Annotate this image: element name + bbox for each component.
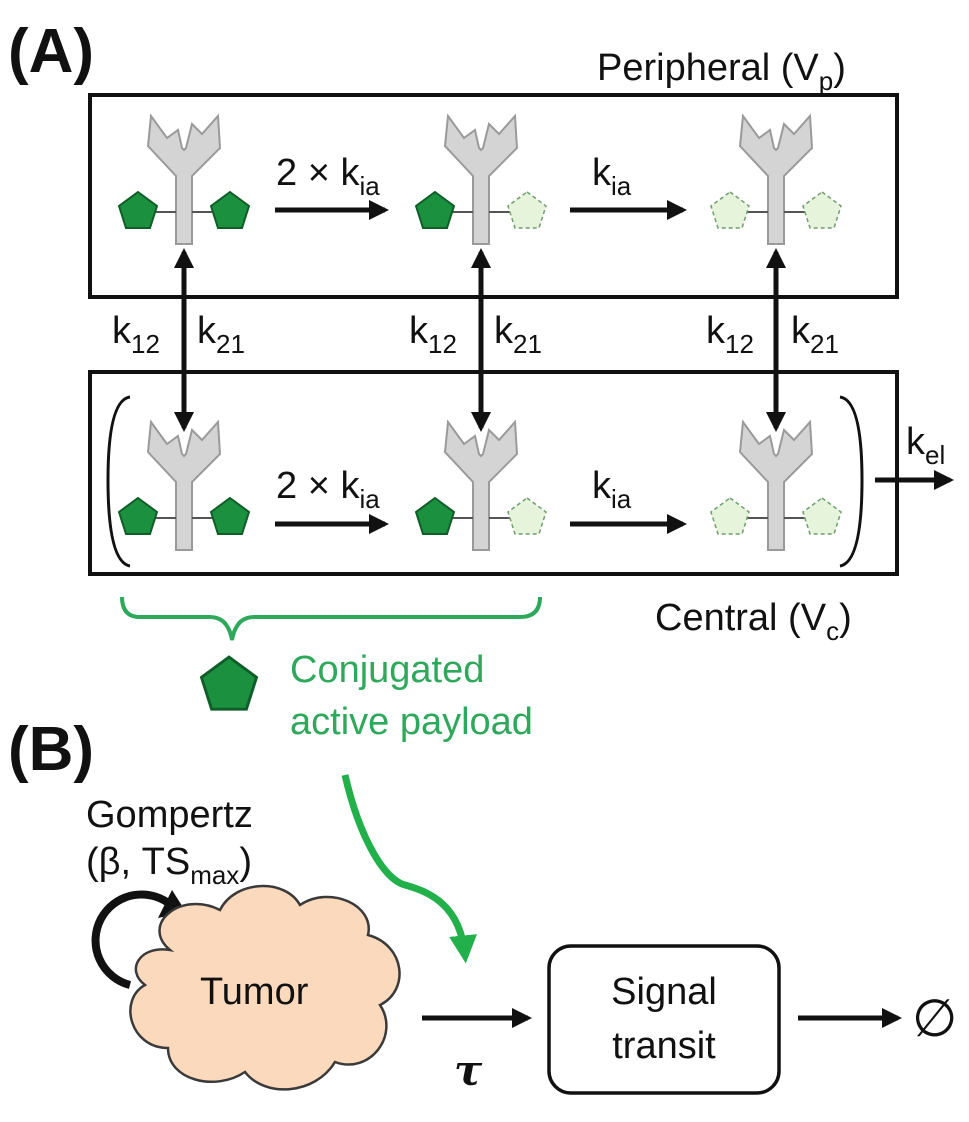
payload-active-icon — [415, 191, 455, 229]
peripheral-adc-dar0 — [710, 115, 842, 245]
panel-a-label: (A) — [8, 17, 94, 86]
payload-active-icon — [210, 497, 250, 535]
deconj-rate-1x-label: kia — [592, 465, 632, 514]
signal-transit-box — [547, 944, 781, 1095]
k12-label: k12 — [706, 310, 754, 359]
signal-transit-line1: Signal — [611, 971, 717, 1013]
k21-label: k21 — [197, 310, 245, 359]
deconj-rate-2x-label: 2 × kia — [276, 465, 380, 514]
payload-active-icon — [118, 191, 158, 229]
central-adc-dar2 — [118, 421, 250, 551]
payload-released-icon — [507, 497, 547, 535]
drug-effect-arrow — [341, 774, 477, 964]
gompertz-params-label: (β, TSmax) — [86, 841, 252, 890]
payload-released-icon — [710, 191, 750, 229]
payload-active-icon — [118, 497, 158, 535]
sink-symbol: ∅ — [912, 990, 957, 1048]
k12-label: k12 — [112, 310, 160, 359]
central-compartment-label: Central (Vc) — [655, 597, 852, 646]
payload-released-icon — [802, 497, 842, 535]
payload-released-icon — [710, 497, 750, 535]
deconj-rate-1x-label: kia — [592, 152, 632, 201]
panel-b-label: (B) — [8, 715, 94, 784]
k21-label: k21 — [791, 310, 839, 359]
peripheral-adc-dar2 — [118, 115, 250, 245]
tau-label: τ — [454, 1046, 483, 1095]
tumor-cloud — [129, 884, 401, 1091]
k12-label: k12 — [409, 310, 457, 359]
payload-released-icon — [802, 191, 842, 229]
right-bracket — [839, 395, 864, 568]
peripheral-adc-dar1 — [415, 115, 547, 245]
signal-transit-line2: transit — [612, 1025, 716, 1067]
kel-label: kel — [906, 421, 945, 470]
left-bracket — [106, 395, 131, 568]
legend-line2: active payload — [290, 701, 533, 743]
payload-active-icon — [415, 497, 455, 535]
k21-label: k21 — [494, 310, 542, 359]
tumor-label: Tumor — [200, 971, 309, 1013]
peripheral-compartment-label: Peripheral (Vp) — [597, 47, 846, 96]
deconj-rate-2x-label: 2 × kia — [276, 152, 380, 201]
central-adc-dar0 — [710, 421, 842, 551]
payload-legend-icon — [199, 655, 258, 711]
peripheral-compartment-box — [88, 93, 899, 299]
legend-line1: Conjugated — [290, 649, 484, 691]
payload-released-icon — [507, 191, 547, 229]
gompertz-label: Gompertz — [86, 794, 253, 836]
central-compartment-box — [88, 370, 899, 576]
conjugated-payload-brace — [120, 596, 542, 641]
payload-active-icon — [210, 191, 250, 229]
growth-loop-arrow — [91, 890, 175, 989]
central-adc-dar1 — [415, 421, 547, 551]
